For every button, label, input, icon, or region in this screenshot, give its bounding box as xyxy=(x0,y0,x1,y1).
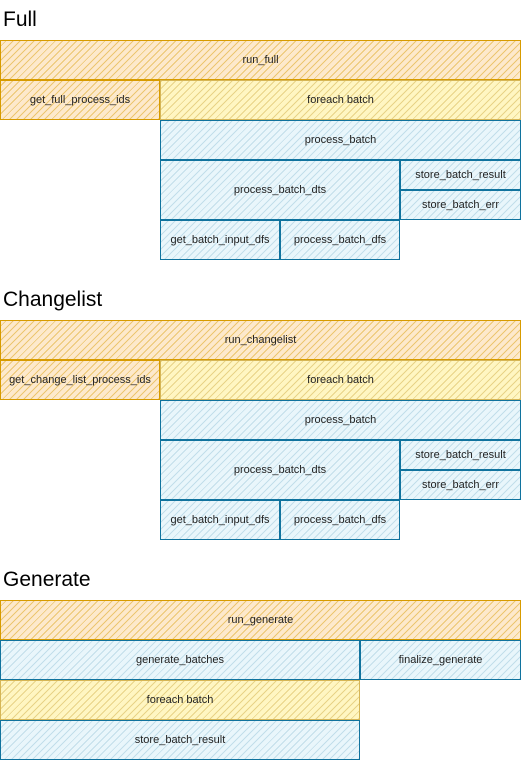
finalize-generate-box[interactable]: finalize_generate xyxy=(360,640,521,680)
generate-section-title: Generate xyxy=(3,568,91,591)
full-store-batch-err-box[interactable]: store_batch_err xyxy=(400,190,521,220)
generate-batches-box[interactable]: generate_batches xyxy=(0,640,360,680)
changelist-process-batch-dts-box[interactable]: process_batch_dts xyxy=(160,440,400,500)
changelist-process-batch-dfs-box[interactable]: process_batch_dfs xyxy=(280,500,400,540)
full-process-batch-dfs-label: process_batch_dfs xyxy=(293,234,387,246)
changelist-get-batch-input-dfs-box[interactable]: get_batch_input_dfs xyxy=(160,500,280,540)
full-process-batch-dts-label: process_batch_dts xyxy=(233,184,327,196)
changelist-store-batch-result-box[interactable]: store_batch_result xyxy=(400,440,521,470)
run-full-box[interactable]: run_full xyxy=(0,40,521,80)
full-store-batch-result-box[interactable]: store_batch_result xyxy=(400,160,521,190)
changelist-foreach-batch-label: foreach batch xyxy=(307,374,374,386)
full-get-batch-input-dfs-label: get_batch_input_dfs xyxy=(170,234,270,246)
full-store-batch-err-label: store_batch_err xyxy=(421,199,500,211)
get-change-list-process-ids-box[interactable]: get_change_list_process_ids xyxy=(0,360,160,400)
changelist-section-title: Changelist xyxy=(3,288,103,311)
generate-foreach-batch-box[interactable]: foreach batch xyxy=(0,680,360,720)
full-store-batch-result-label: store_batch_result xyxy=(415,169,506,181)
full-process-batch-box[interactable]: process_batch xyxy=(160,120,521,160)
full-process-batch-dts-box[interactable]: process_batch_dts xyxy=(160,160,400,220)
get-change-list-process-ids-label: get_change_list_process_ids xyxy=(9,374,151,386)
changelist-store-batch-err-box[interactable]: store_batch_err xyxy=(400,470,521,500)
run-generate-label: run_generate xyxy=(227,614,294,626)
full-process-batch-dfs-box[interactable]: process_batch_dfs xyxy=(280,220,400,260)
full-foreach-batch-label: foreach batch xyxy=(307,94,374,106)
run-changelist-box[interactable]: run_changelist xyxy=(0,320,521,360)
run-changelist-label: run_changelist xyxy=(224,334,297,346)
get-full-process-ids-label: get_full_process_ids xyxy=(29,94,131,106)
generate-store-batch-result-box[interactable]: store_batch_result xyxy=(0,720,360,760)
full-foreach-batch-box[interactable]: foreach batch xyxy=(160,80,521,120)
changelist-process-batch-dts-label: process_batch_dts xyxy=(233,464,327,476)
full-get-batch-input-dfs-box[interactable]: get_batch_input_dfs xyxy=(160,220,280,260)
changelist-get-batch-input-dfs-label: get_batch_input_dfs xyxy=(170,514,270,526)
run-full-label: run_full xyxy=(242,54,279,66)
changelist-process-batch-box[interactable]: process_batch xyxy=(160,400,521,440)
generate-store-batch-result-label: store_batch_result xyxy=(134,734,226,746)
full-section-title: Full xyxy=(3,8,37,31)
finalize-generate-label: finalize_generate xyxy=(398,654,483,666)
get-full-process-ids-box[interactable]: get_full_process_ids xyxy=(0,80,160,120)
changelist-process-batch-label: process_batch xyxy=(304,414,377,426)
generate-batches-label: generate_batches xyxy=(135,654,225,666)
run-generate-box[interactable]: run_generate xyxy=(0,600,521,640)
generate-foreach-batch-label: foreach batch xyxy=(146,694,214,706)
changelist-process-batch-dfs-label: process_batch_dfs xyxy=(293,514,387,526)
changelist-store-batch-result-label: store_batch_result xyxy=(415,449,506,461)
changelist-foreach-batch-box[interactable]: foreach batch xyxy=(160,360,521,400)
changelist-store-batch-err-label: store_batch_err xyxy=(421,479,500,491)
full-process-batch-label: process_batch xyxy=(304,134,377,146)
